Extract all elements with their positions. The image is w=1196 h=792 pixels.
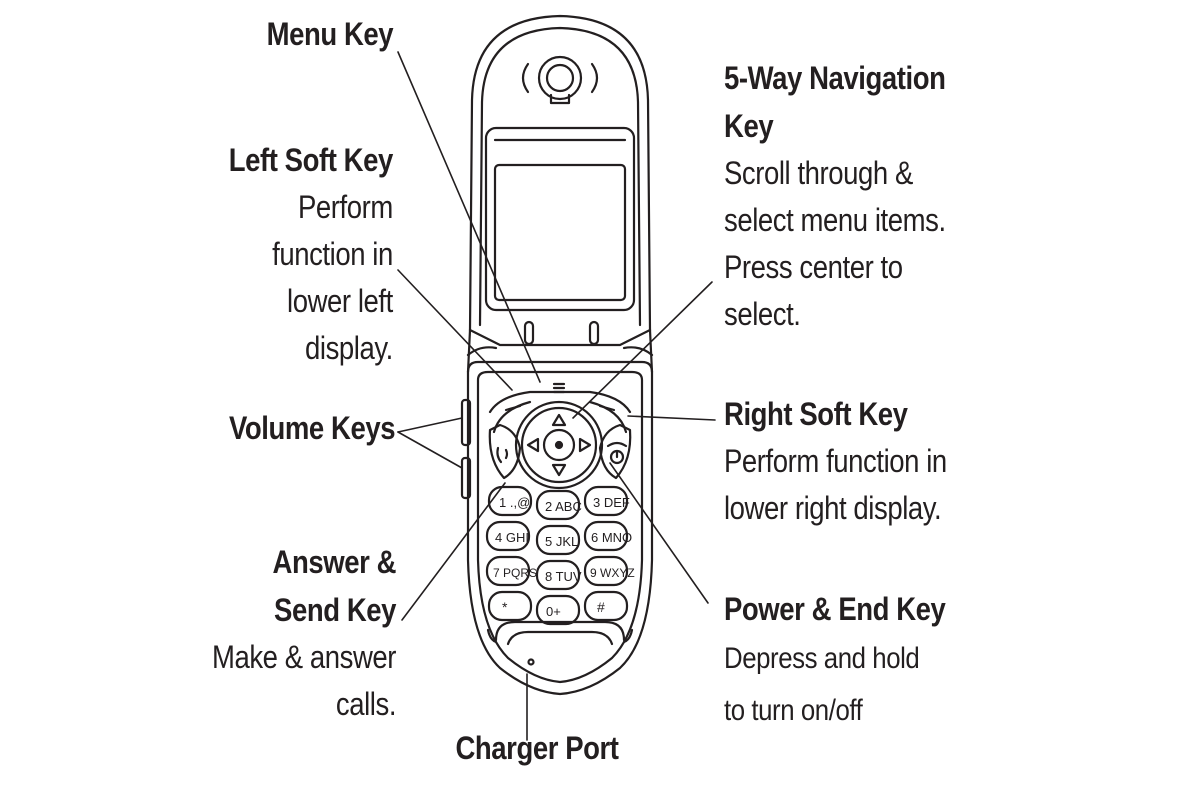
- display: [484, 126, 636, 312]
- send-key: [488, 423, 522, 480]
- hinge: [466, 320, 654, 374]
- nav-key-desc-3: Press center to: [724, 249, 903, 285]
- left-soft-key: [504, 404, 522, 412]
- menu-key-callout: Menu Key: [246, 10, 393, 58]
- earpiece: [521, 55, 599, 105]
- key-6: 6 MNO: [591, 530, 632, 545]
- right-soft-key: [598, 404, 616, 412]
- nav-key-desc-1: Scroll through &: [724, 155, 913, 191]
- right-soft-key-title: Right Soft Key: [724, 396, 908, 432]
- key-5: 5 JKL: [545, 534, 578, 549]
- left-soft-key-desc-1: Perform: [298, 189, 393, 225]
- key-2: 2 ABC: [545, 499, 582, 514]
- right-soft-key-desc-2: lower right display.: [724, 490, 942, 526]
- right-soft-key-callout: Right Soft Key Perform function in lower…: [724, 390, 983, 532]
- flip-housing: [468, 14, 652, 347]
- keypad: [485, 485, 629, 626]
- charger-port-callout: Charger Port: [437, 724, 637, 772]
- answer-send-key-desc-1: Make & answer: [211, 639, 396, 675]
- answer-send-key-desc-2: calls.: [335, 686, 397, 722]
- power-end-key-desc-1: Depress and hold: [724, 642, 920, 675]
- power-end-key-desc-2: to turn on/off: [724, 694, 863, 727]
- nav-key-callout: 5-Way Navigation Key Scroll through & se…: [724, 54, 982, 338]
- nav-key-desc-4: select.: [724, 296, 801, 332]
- menu-key-title: Menu Key: [266, 16, 393, 52]
- key-7: 7 PQRS: [493, 566, 537, 580]
- left-soft-key-desc-4: display.: [305, 330, 393, 366]
- left-soft-key-desc-3: lower left: [287, 283, 393, 319]
- power-end-key-callout: Power & End Key Depress and hold to turn…: [724, 585, 981, 737]
- key-8: 8 TUV: [545, 569, 582, 584]
- key-4: 4 GHI: [495, 530, 529, 545]
- key-pound: #: [597, 599, 605, 615]
- key-1: 1 .,@: [499, 495, 530, 510]
- volume-keys-callout: Volume Keys: [202, 404, 395, 452]
- answer-send-key-callout: Answer & Send Key Make & answer calls.: [182, 538, 396, 728]
- nav-key-title-1: 5-Way Navigation: [724, 60, 946, 96]
- nav-key-title-2: Key: [724, 108, 774, 144]
- leader-lines: [397, 51, 716, 741]
- keypad-labels: 1 .,@ 2 ABC 3 DEF 4 GHI 5 JKL 6 MNO 7 PQ…: [493, 495, 635, 619]
- base-housing: [466, 360, 654, 696]
- left-soft-key-desc-2: function in: [272, 236, 393, 272]
- menu-key-mark: [552, 382, 566, 394]
- right-soft-key-desc-1: Perform function in: [724, 443, 947, 479]
- answer-send-key-title-2: Send Key: [274, 592, 396, 628]
- key-3: 3 DEF: [593, 495, 630, 510]
- volume-keys: [460, 398, 472, 500]
- volume-keys-title: Volume Keys: [228, 410, 395, 446]
- key-9: 9 WXYZ: [590, 566, 635, 580]
- end-key: [598, 423, 632, 480]
- nav-key-desc-2: select menu items.: [724, 202, 946, 238]
- key-0: 0+: [546, 604, 561, 619]
- left-soft-key-callout: Left Soft Key Perform function in lower …: [202, 136, 394, 372]
- charger-port-title: Charger Port: [455, 730, 619, 766]
- answer-send-key-title-1: Answer &: [272, 544, 397, 580]
- left-soft-key-title: Left Soft Key: [228, 142, 394, 178]
- power-end-key-title: Power & End Key: [724, 591, 946, 627]
- key-star: *: [502, 599, 508, 615]
